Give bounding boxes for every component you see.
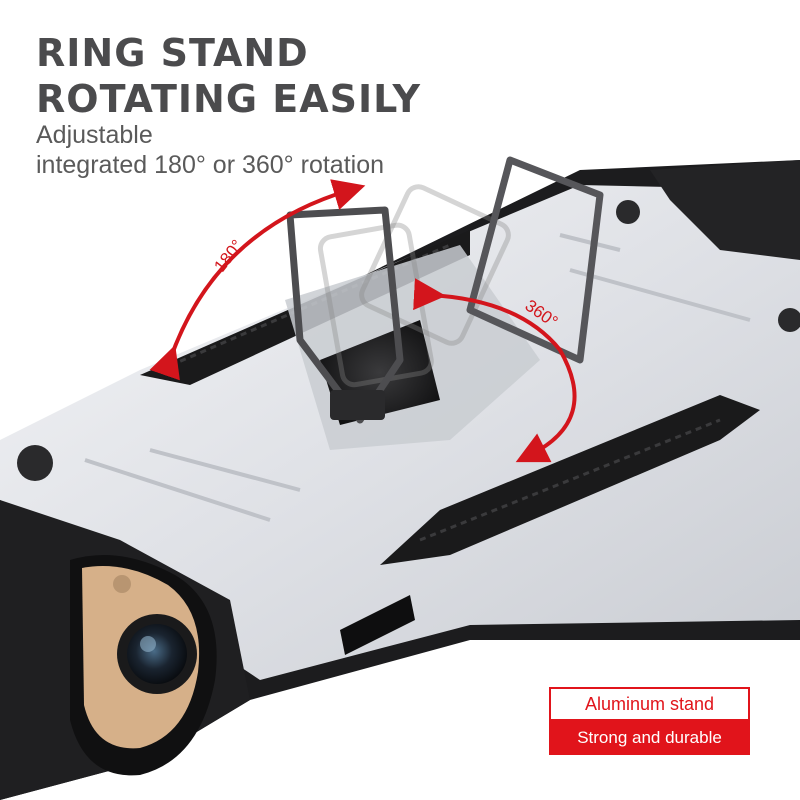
ring-frame-tilted <box>466 156 604 364</box>
screw <box>616 200 640 224</box>
badge-strong-durable: Strong and durable <box>549 721 750 755</box>
camera-module <box>70 555 217 776</box>
grip-strip-bottom <box>380 395 760 565</box>
headline-line-1: RING STAND <box>36 31 309 75</box>
headline-line-2: ROTATING EASILY <box>36 77 421 121</box>
subtitle: Adjustable integrated 180° or 360° rotat… <box>36 120 384 180</box>
screw <box>17 445 53 481</box>
badge-aluminum-stand: Aluminum stand <box>549 687 750 721</box>
subtitle-line-1: Adjustable <box>36 121 153 149</box>
subtitle-line-2: integrated 180° or 360° rotation <box>36 151 385 179</box>
feature-badge: Aluminum stand Strong and durable <box>549 687 750 755</box>
screw <box>778 308 800 332</box>
headline: RING STAND ROTATING EASILY <box>36 30 421 122</box>
rotation-label-180: 180° <box>210 236 247 275</box>
